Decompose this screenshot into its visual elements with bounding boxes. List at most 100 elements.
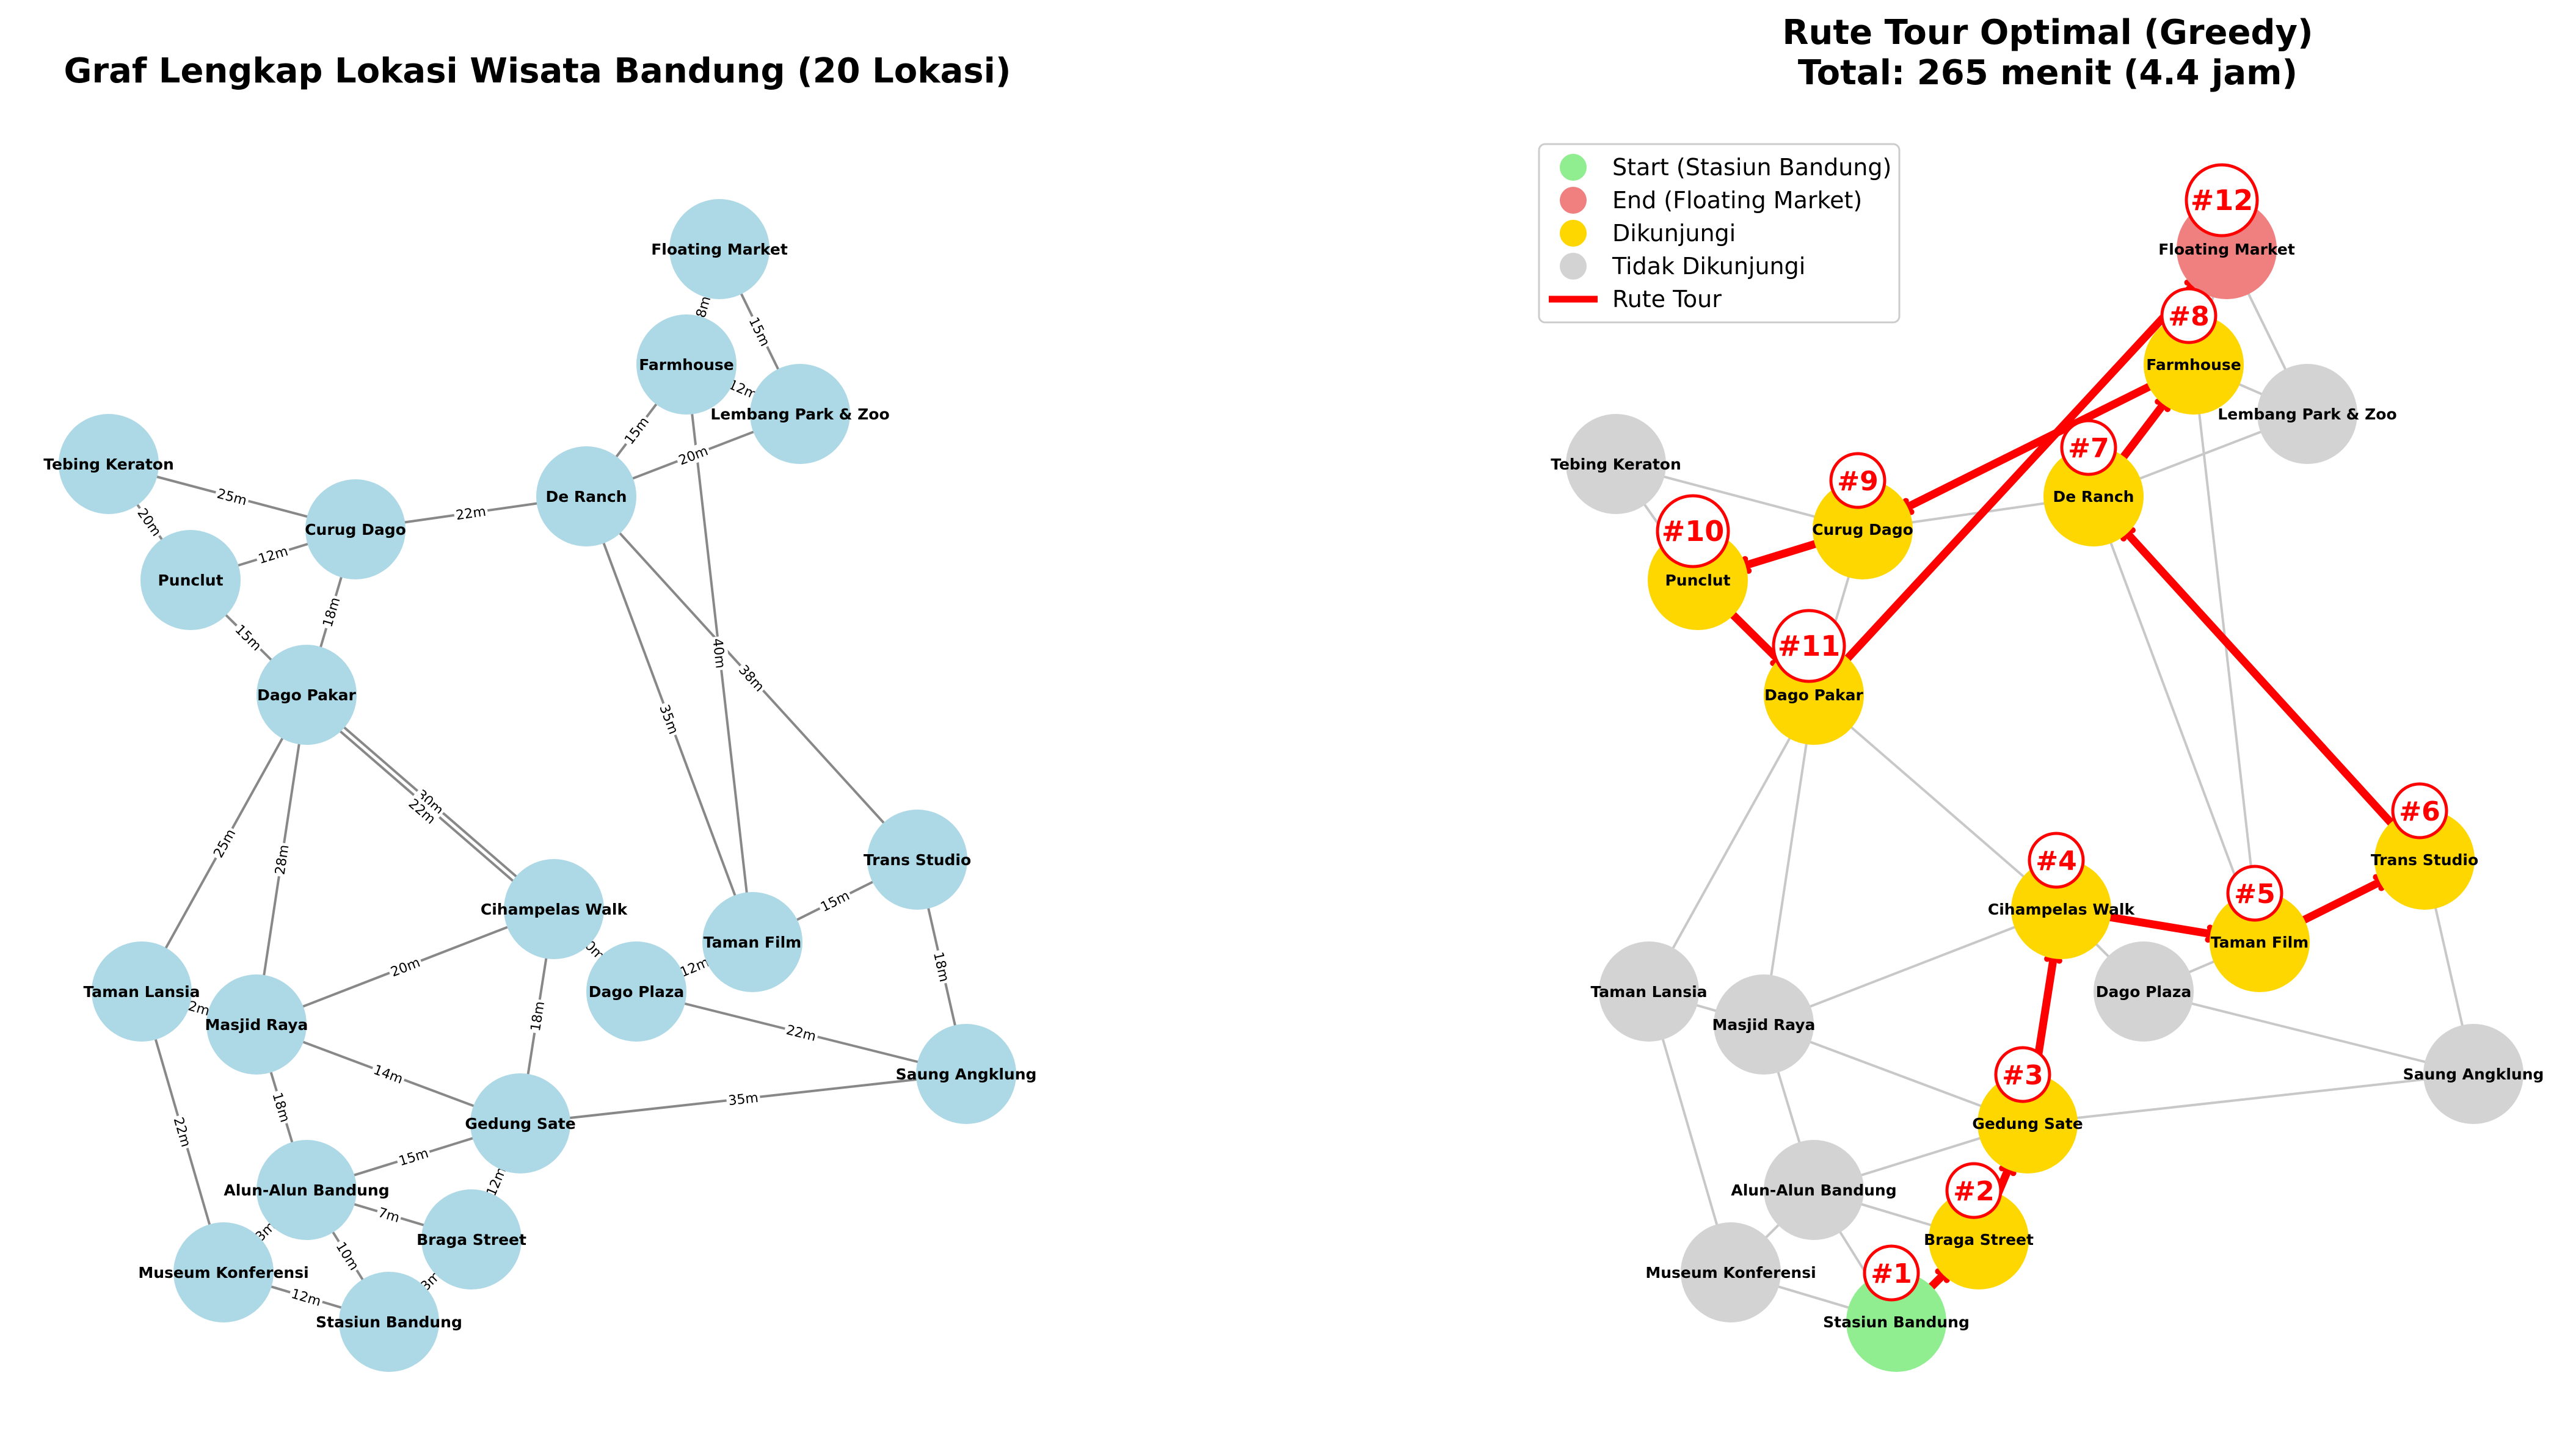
edge-label-bg xyxy=(930,948,954,985)
edge-label: 40m xyxy=(709,637,727,669)
node-label: Taman Lansia xyxy=(83,983,200,1001)
route-node-curug-dago xyxy=(1813,479,1913,579)
complete-graph-panel: Graf Lengkap Lokasi Wisata Bandung (20 L… xyxy=(43,51,1036,1372)
node-label: Tebing Keraton xyxy=(43,455,174,473)
edge-label-group: 22m xyxy=(453,502,489,524)
route-node-trans-studio xyxy=(2374,810,2475,910)
route-arrow-dot xyxy=(2205,937,2211,943)
node-label: Taman Film xyxy=(704,934,801,951)
route-node-taman-film xyxy=(2210,892,2310,992)
edge-label: 12m xyxy=(257,544,290,567)
edge-label-group: 10m xyxy=(332,1237,364,1275)
node-farmhouse xyxy=(636,314,737,415)
route-node-masjid-raya xyxy=(1714,974,1814,1075)
route-node-label: Floating Market xyxy=(2158,241,2295,258)
edge-label-bg xyxy=(254,542,292,568)
route-node-label: Punclut xyxy=(1665,571,1730,589)
edge-label: 7m xyxy=(376,1205,401,1226)
bg-edge-dagopakar-masjid xyxy=(1763,694,1815,1025)
legend: Start (Stasiun Bandung)End (Floating Mar… xyxy=(1538,143,1901,324)
edge-label-group: 20m xyxy=(674,441,712,470)
route-node-label: Museum Konferensi xyxy=(1645,1264,1816,1282)
node-curug-dago xyxy=(305,479,406,579)
step-badge-label: #2 xyxy=(1953,1176,1994,1207)
route-node-label: Taman Film xyxy=(2211,934,2309,951)
edge-label-bg xyxy=(782,1020,820,1045)
route-node-label: Masjid Raya xyxy=(1712,1016,1816,1034)
edge-label-group: 25m xyxy=(213,484,251,510)
node-taman-film xyxy=(702,892,802,992)
edge-label: 15m xyxy=(397,1146,431,1170)
edge-label-bg xyxy=(481,1162,511,1200)
node-dago-pakar xyxy=(257,645,357,745)
route-node-label: Stasiun Bandung xyxy=(1823,1313,1970,1331)
node-dago-plaza xyxy=(586,941,686,1042)
edge-label: 20m xyxy=(677,443,710,468)
edge-label: 22m xyxy=(170,1115,194,1148)
edge-label-bg xyxy=(453,502,489,524)
right-graph-title-line1: Rute Tour Optimal (Greedy) xyxy=(1782,13,2313,53)
route-node-label: Dago Plaza xyxy=(2096,983,2192,1001)
legend-marker-unvisited xyxy=(1560,253,1587,280)
node-label: Saung Angklung xyxy=(896,1065,1037,1083)
bg-edge-dagopakar-cihampelas xyxy=(1813,694,2062,910)
edge-label-group: 14m xyxy=(369,1060,407,1088)
node-punclut xyxy=(140,530,241,630)
route-node-braga-street xyxy=(1929,1189,2029,1289)
edge-label-group: 15m xyxy=(744,313,775,350)
step-badge-label: #10 xyxy=(1662,515,1725,548)
edge-label-group: 15m xyxy=(395,1143,432,1170)
step-badge xyxy=(2028,832,2085,889)
edge-label-bg xyxy=(374,1203,404,1227)
legend-box xyxy=(1538,143,1901,324)
edge-label-group: 20m xyxy=(386,952,424,981)
edge-label-bg xyxy=(395,1143,432,1170)
legend-label-route: Rute Tour xyxy=(1612,286,1722,313)
edge-label-group: 8m xyxy=(691,292,715,321)
step-badge xyxy=(1829,452,1887,509)
right-graph-title-line2: Total: 265 menit (4.4 jam) xyxy=(1798,53,2298,93)
route-node-label: Alun-Alun Bandung xyxy=(1731,1181,1896,1199)
node-alun-alun-bandung xyxy=(257,1140,357,1240)
legend-marker-start xyxy=(1560,154,1587,181)
step-badge-label: #9 xyxy=(1837,466,1878,497)
edge-label-bg xyxy=(724,374,762,404)
route-node-label: Dago Pakar xyxy=(1764,686,1863,704)
node-label: Stasiun Bandung xyxy=(316,1313,462,1331)
node-label: Floating Market xyxy=(651,241,788,258)
edge-label-group: 22m xyxy=(782,1020,820,1045)
node-tebing-keraton xyxy=(59,414,159,514)
bg-edge-dagopakar-tamanlansia xyxy=(1648,694,1815,992)
tour-route-panel: Rute Tour Optimal (Greedy) Total: 265 me… xyxy=(1538,13,2544,1372)
edge-label-bg xyxy=(412,784,449,820)
node-label: Masjid Raya xyxy=(205,1016,308,1034)
step-badge xyxy=(2391,782,2448,840)
route-node-de-ranch xyxy=(2043,446,2144,546)
edge-label-group: 15m xyxy=(816,885,854,916)
node-label: Braga Street xyxy=(417,1231,526,1249)
route-node-gedung-sate xyxy=(1977,1073,2078,1173)
edge-label-bg xyxy=(268,1089,295,1126)
node-braga-street xyxy=(421,1189,522,1289)
route-node-tebing-keraton xyxy=(1566,414,1666,514)
edge-label: 18m xyxy=(930,951,951,984)
node-label: Punclut xyxy=(158,571,223,589)
route-segment-8 xyxy=(1861,361,2196,533)
node-label: Trans Studio xyxy=(864,851,971,869)
step-badge-label: #12 xyxy=(2191,184,2254,217)
step-badge xyxy=(2185,163,2259,238)
edge-label-bg xyxy=(386,952,424,981)
bg-edge-farmhouse-tamanfilm xyxy=(2192,364,2261,943)
edge-label: 12m xyxy=(289,1286,323,1310)
node-label: De Ranch xyxy=(546,488,627,506)
step-badge xyxy=(2060,419,2117,476)
edge-label-bg xyxy=(271,841,293,878)
edge-label: 14m xyxy=(371,1062,405,1087)
edge-label-bg xyxy=(169,1113,196,1151)
route-node-museum-konferensi xyxy=(1681,1222,1781,1322)
edge-label-bg xyxy=(133,503,167,541)
step-badge-label: #8 xyxy=(2168,301,2209,332)
route-node-label: Taman Lansia xyxy=(1590,983,1707,1001)
step-badge xyxy=(1772,609,1846,683)
